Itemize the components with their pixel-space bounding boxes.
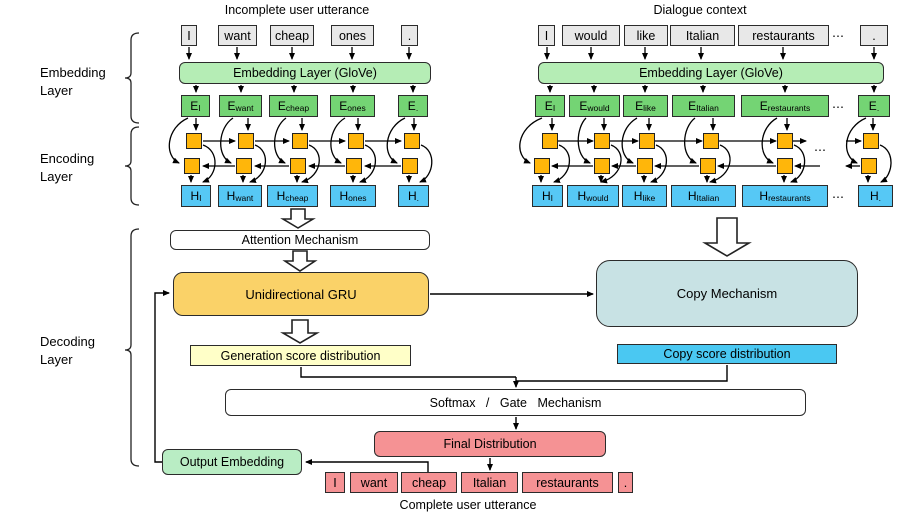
gru-cell-forward <box>594 133 610 149</box>
gru-cell-backward <box>637 158 653 174</box>
block-arrow-context-to-copy <box>702 217 752 257</box>
embedding-vector: E. <box>858 95 890 117</box>
context-encoder-arrows <box>519 47 892 184</box>
encoding-layer-label: Encoding Layer <box>40 151 95 184</box>
utterance-token: cheap <box>270 25 314 46</box>
utterance-encoder-arrows <box>168 47 433 184</box>
utterance-token: want <box>218 25 257 46</box>
gru-cell-forward <box>348 133 364 149</box>
utterance-embedding-layer: Embedding Layer (GloVe) <box>179 62 431 84</box>
ellipsis: ⋯ <box>832 29 845 43</box>
decoding-layer-label: Decoding Layer <box>40 334 95 367</box>
context-token: . <box>860 25 888 46</box>
block-arrow-attention-to-gru <box>282 250 318 272</box>
gru-cell-forward <box>404 133 420 149</box>
context-token: Italian <box>670 25 735 46</box>
output-token: want <box>350 472 398 493</box>
utterance-token: ones <box>331 25 374 46</box>
gru-cell-forward <box>238 133 254 149</box>
copyscore-to-softmax <box>516 365 728 382</box>
final-distribution-box: Final Distribution <box>374 431 606 457</box>
copy-score-box: Copy score distribution <box>617 344 837 364</box>
ellipsis: ⋯ <box>814 143 827 157</box>
copy-mechanism-box: Copy Mechanism <box>596 260 858 327</box>
output-to-embedding <box>305 459 429 472</box>
ellipsis: ⋯ <box>832 190 845 204</box>
output-caption: Complete user utterance <box>399 498 537 512</box>
utterance-title: Incomplete user utterance <box>224 3 370 17</box>
attention-mechanism-box: Attention Mechanism <box>170 230 430 250</box>
unidirectional-gru-box: Unidirectional GRU <box>173 272 429 316</box>
gru-cell-forward <box>703 133 719 149</box>
gru-cell-forward <box>186 133 202 149</box>
context-token: restaurants <box>738 25 829 46</box>
embedding-vector: E. <box>398 95 428 117</box>
context-token: I <box>538 25 555 46</box>
output-embedding-box: Output Embedding <box>162 449 302 475</box>
generation-to-softmax <box>300 367 516 378</box>
gru-cell-backward <box>534 158 550 174</box>
context-token: would <box>562 25 620 46</box>
context-title: Dialogue context <box>653 3 747 17</box>
gru-cell-backward <box>594 158 610 174</box>
embedding-layer-brace <box>124 32 140 124</box>
gru-cell-backward <box>777 158 793 174</box>
generation-score-box: Generation score distribution <box>190 345 411 366</box>
output-token: restaurants <box>522 472 613 493</box>
decoding-layer-brace <box>124 228 140 467</box>
gru-cell-forward <box>639 133 655 149</box>
block-arrow-enc-to-attention <box>280 208 316 229</box>
hidden-vector: H. <box>398 185 429 207</box>
feedback-to-gru <box>154 290 170 463</box>
utterance-token: . <box>401 25 418 46</box>
gru-cell-forward <box>542 133 558 149</box>
gru-cell-forward <box>863 133 879 149</box>
embedding-layer-label: Embedding Layer <box>40 65 106 98</box>
layer-braces <box>124 32 140 467</box>
gru-cell-backward <box>184 158 200 174</box>
context-embedding-layer: Embedding Layer (GloVe) <box>538 62 884 84</box>
utterance-token: I <box>181 25 197 46</box>
gru-cell-forward <box>777 133 793 149</box>
output-token: . <box>618 472 633 493</box>
gru-cell-backward <box>290 158 306 174</box>
encoding-layer-brace <box>124 126 140 206</box>
output-token: cheap <box>401 472 457 493</box>
softmax-gate-box: Softmax / Gate Mechanism <box>225 389 806 416</box>
gru-cell-backward <box>402 158 418 174</box>
block-arrows <box>280 208 752 344</box>
context-token: like <box>624 25 668 46</box>
gru-cell-backward <box>346 158 362 174</box>
ellipsis: ⋯ <box>832 100 845 114</box>
gru-cell-backward <box>700 158 716 174</box>
decoder-arrows <box>154 290 728 472</box>
hidden-vector: H. <box>858 185 893 207</box>
gru-cell-forward <box>292 133 308 149</box>
block-arrow-gru-to-generation <box>280 319 320 344</box>
output-token: I <box>325 472 345 493</box>
output-token: Italian <box>461 472 518 493</box>
gru-cell-backward <box>236 158 252 174</box>
gru-cell-backward <box>861 158 877 174</box>
